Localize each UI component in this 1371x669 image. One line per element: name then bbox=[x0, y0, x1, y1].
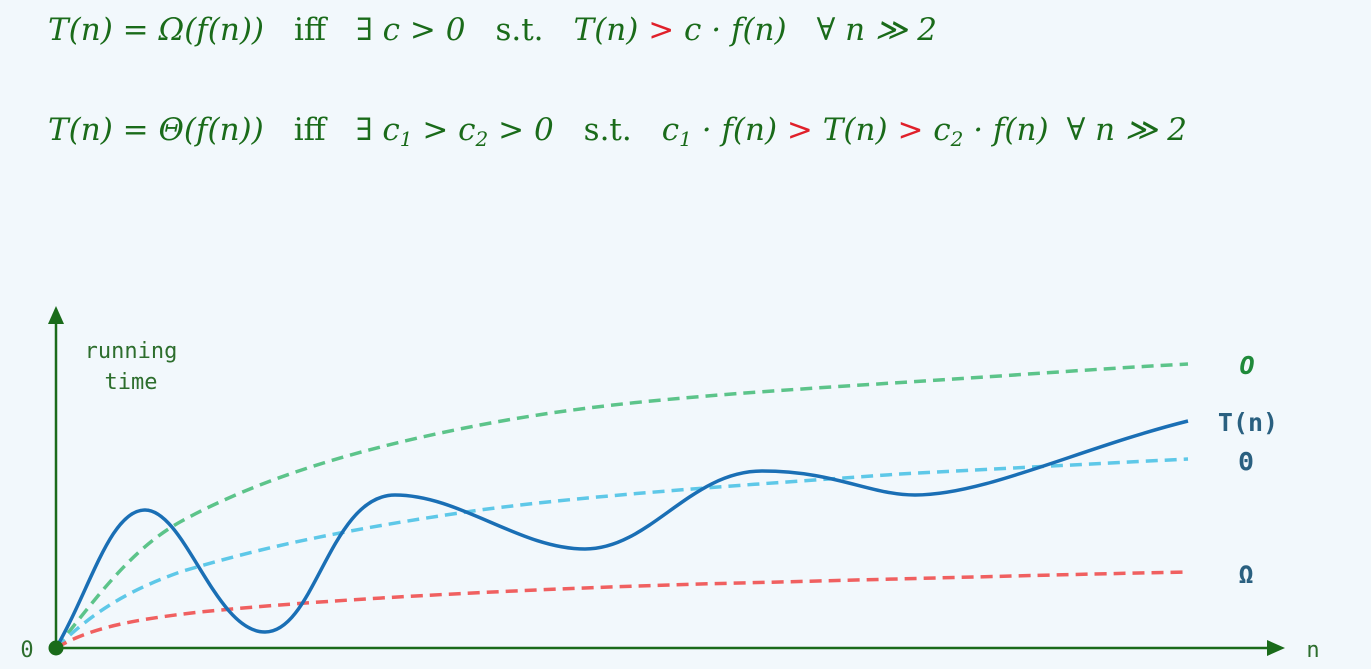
big-theta-curve bbox=[54, 457, 1189, 650]
omega-condition: ∃ c > 0 bbox=[355, 12, 466, 48]
big-theta-definition: T(n) = Θ(f(n)) iff ∃ c1 > c2 > 0 s.t. c1 · f… bbox=[48, 112, 1187, 151]
theta-condition: ∃ c1 > c2 > 0 bbox=[355, 112, 554, 151]
theta-ineq: c1 · f(n) > T(n) > c2 · f(n) bbox=[661, 112, 1049, 151]
theta-forall: ∀ n ≫ 2 bbox=[1066, 112, 1187, 148]
origin-dot bbox=[48, 640, 64, 656]
big-omega-definition: T(n) = Ω(f(n)) iff ∃ c > 0 s.t. T(n) > c · f… bbox=[48, 12, 937, 48]
omega-st: s.t. bbox=[495, 12, 544, 48]
omega-iff: iff bbox=[294, 12, 326, 48]
omega-ineq-right: c · f(n) bbox=[674, 12, 787, 48]
big-omega-label: Ω bbox=[1238, 560, 1253, 589]
theta-lhs: T(n) = Θ(f(n)) bbox=[48, 112, 264, 148]
running-time-curve bbox=[54, 419, 1189, 649]
omega-ineq-left: T(n) bbox=[573, 12, 649, 48]
big-theta-label: Θ bbox=[1238, 447, 1253, 476]
y-axis-label-line2: time bbox=[105, 370, 158, 395]
x-axis-arrow-icon bbox=[1267, 640, 1285, 656]
y-axis-label-line1: running bbox=[85, 339, 178, 364]
omega-gt-symbol: > bbox=[648, 12, 675, 48]
omega-lhs: T(n) = Ω(f(n)) bbox=[48, 12, 265, 48]
running-time-label: T(n) bbox=[1218, 408, 1278, 437]
theta-st: s.t. bbox=[583, 112, 632, 148]
theta-gt-symbol-2: > bbox=[897, 112, 924, 148]
origin-label: 0 bbox=[20, 638, 33, 663]
big-o-label: O bbox=[1239, 351, 1254, 380]
y-axis-arrow-icon bbox=[48, 306, 64, 324]
x-axis-label: n bbox=[1306, 638, 1319, 663]
big-omega-curve bbox=[55, 570, 1189, 650]
big-o-curve bbox=[54, 362, 1189, 650]
theta-gt-symbol-1: > bbox=[786, 112, 813, 148]
theta-iff: iff bbox=[293, 112, 326, 148]
omega-forall: ∀ n ≫ 2 bbox=[816, 12, 938, 48]
